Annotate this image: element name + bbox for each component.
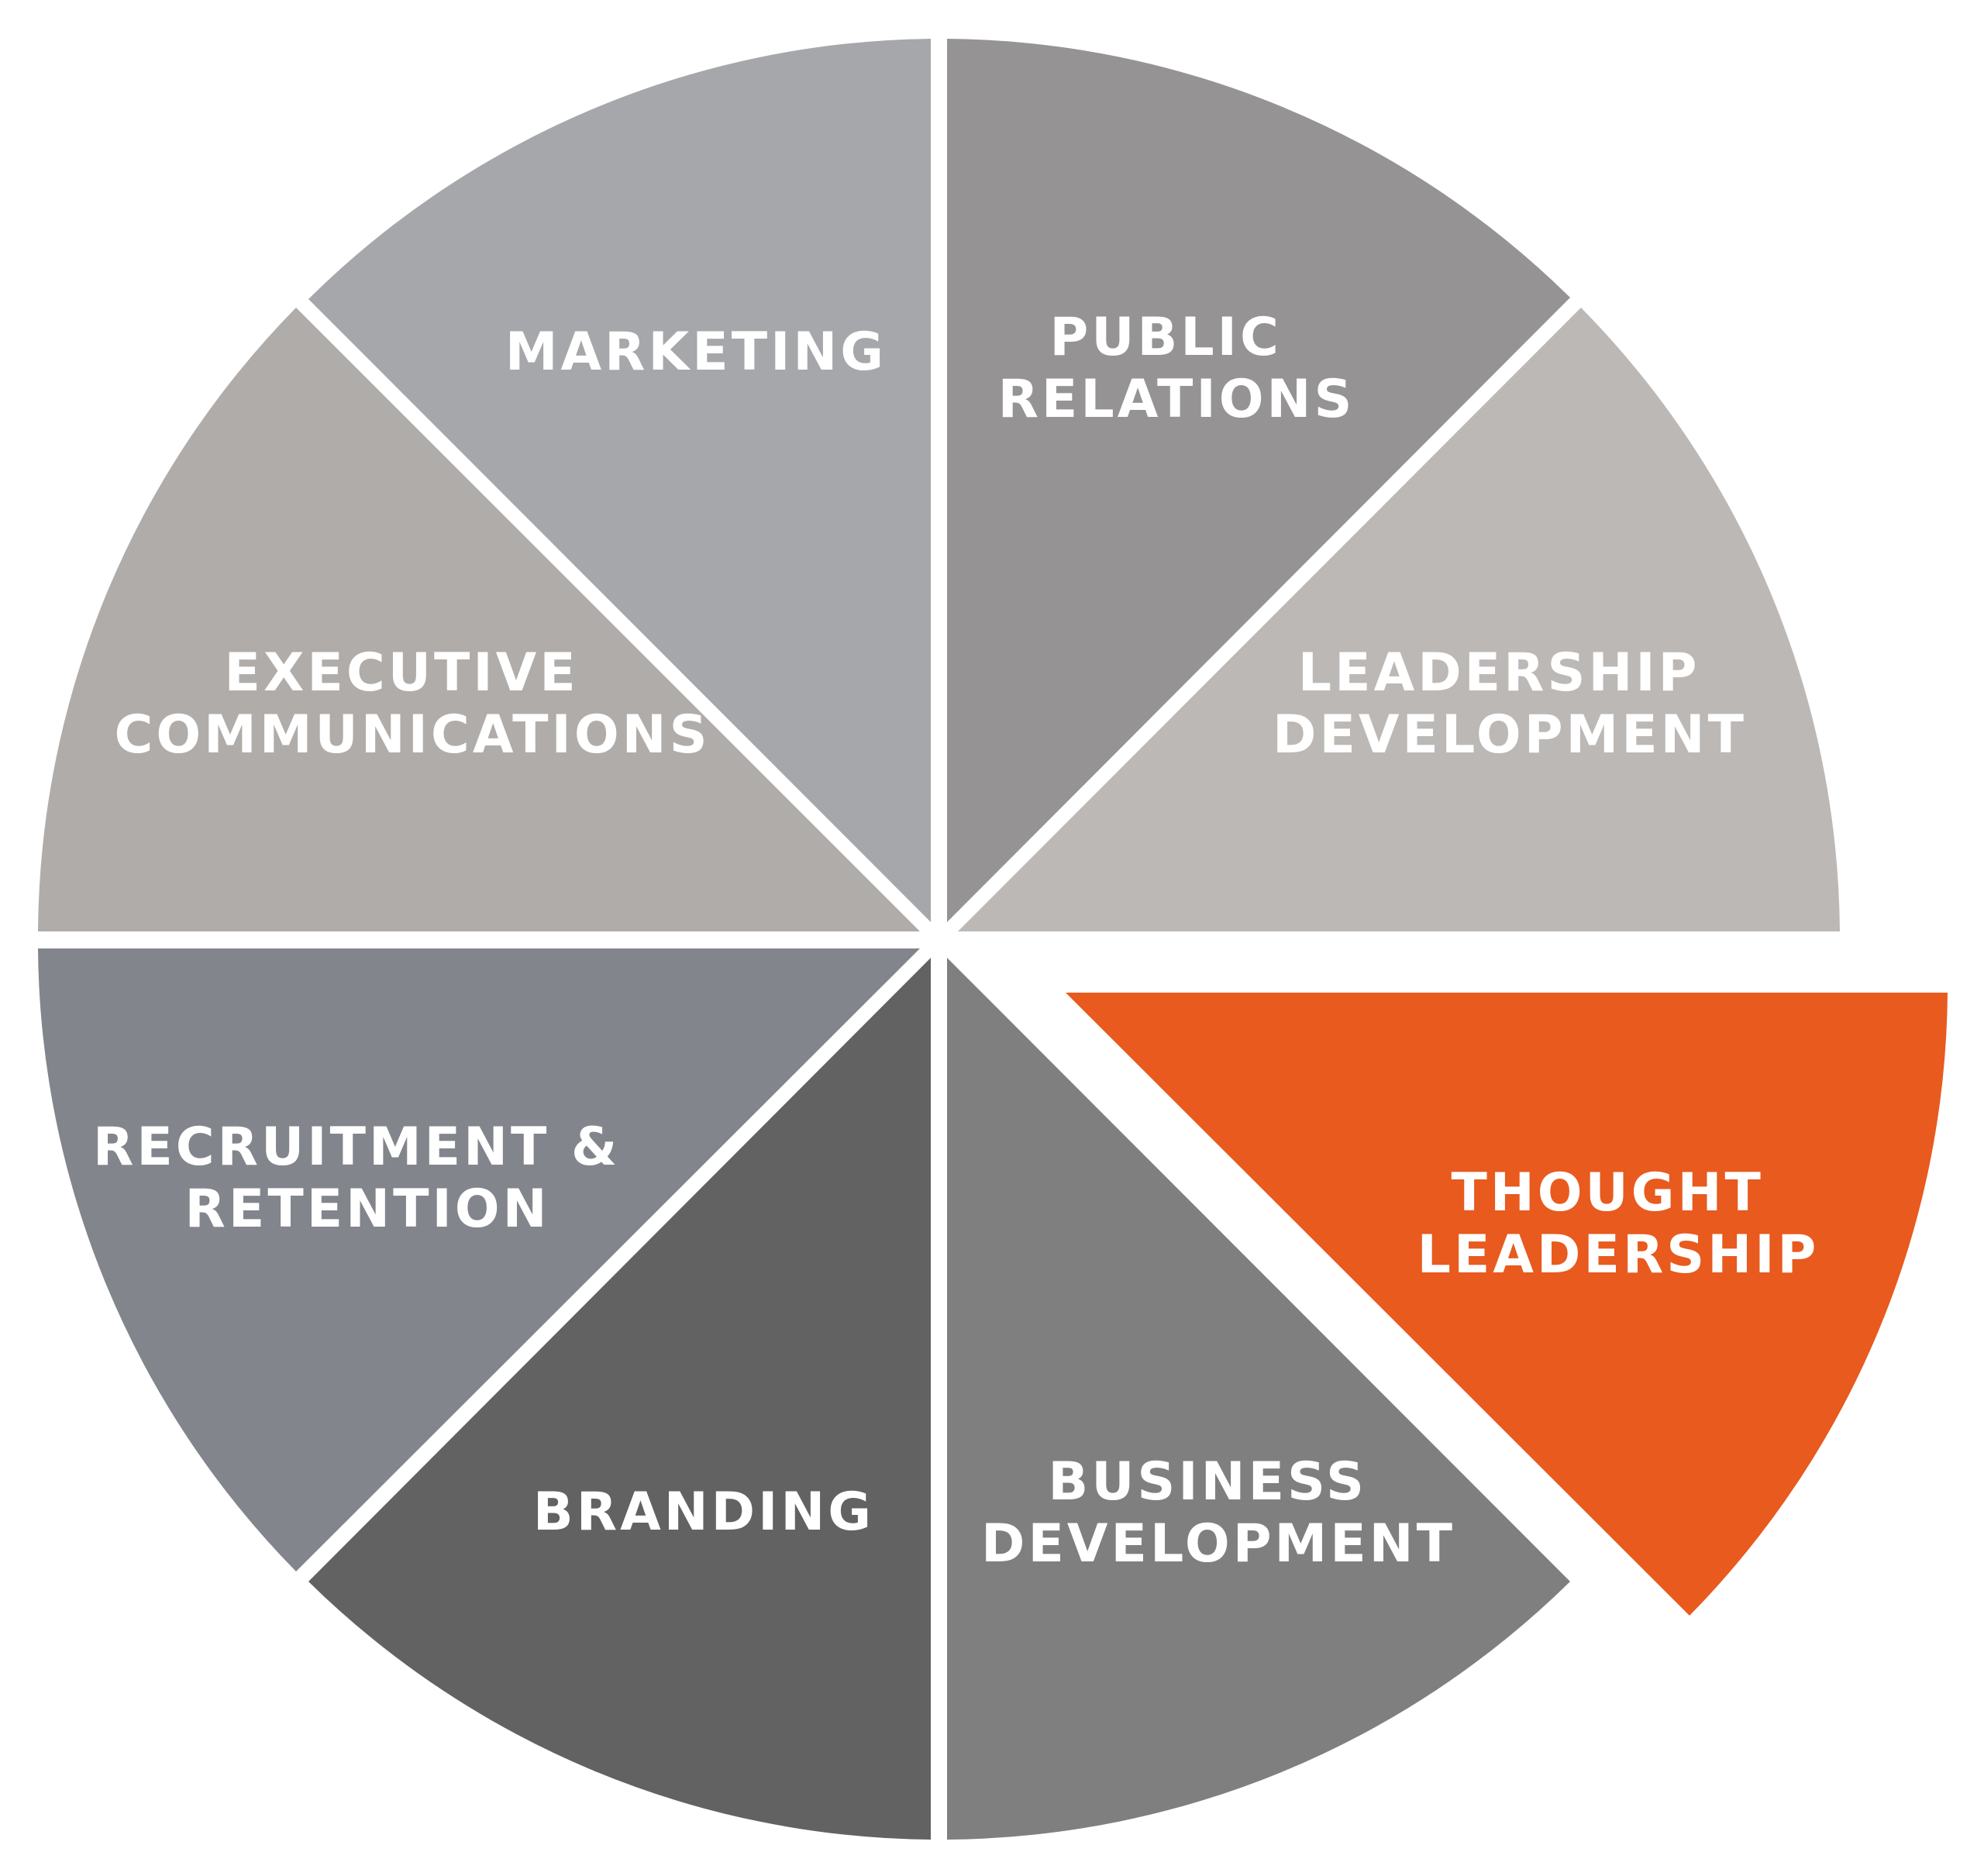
segment-label-thought-leadership-line-2: LEADERSHIP <box>1417 1224 1820 1286</box>
segment-label-recruitment-retention-line-2: RETENTION <box>185 1179 550 1240</box>
segment-label-public-relations-line-1: PUBLIC <box>1049 307 1281 368</box>
segment-label-marketing-line-1: MARKETING <box>505 322 887 383</box>
segment-leadership-development[interactable]: LEADERSHIP DEVELOPMENT <box>958 308 1840 931</box>
segment-label-business-development-line-2: DEVELOPMENT <box>981 1513 1455 1575</box>
svg-text:THOUGHT LEADERSHIP: THOUGHT LEADERSHIP <box>1417 1162 1820 1286</box>
segment-label-thought-leadership-line-1: THOUGHT <box>1451 1162 1763 1224</box>
segment-thought-leadership[interactable]: THOUGHT LEADERSHIP <box>1066 993 1948 1616</box>
svg-text:EXECUTIVE COMMUNICATIONS: EXECUTIVE COMMUNICATIONS <box>114 642 710 766</box>
segment-label-business-development-line-1: BUSINESS <box>1048 1451 1367 1513</box>
segment-business-development[interactable]: BUSINESS DEVELOPMENT <box>947 958 1570 1840</box>
segment-label-branding-line-1: BRANDING <box>533 1482 874 1543</box>
segment-marketing[interactable]: MARKETING <box>308 39 931 922</box>
svg-text:RECRUITMENT & RETENTION: RECRUITMENT & RETENTION <box>93 1117 642 1240</box>
segment-shape-leadership-development <box>958 308 1840 931</box>
segment-shape-branding <box>308 958 931 1840</box>
segment-label-leadership-development-line-2: DEVELOPMENT <box>1273 704 1747 766</box>
segment-shape-thought-leadership <box>1066 993 1948 1616</box>
svg-text:LEADERSHIP DEVELOPMENT: LEADERSHIP DEVELOPMENT <box>1273 642 1747 766</box>
segment-shape-recruitment-retention <box>38 948 920 1571</box>
svg-text:BRANDING: BRANDING <box>533 1482 874 1543</box>
segment-branding[interactable]: BRANDING <box>308 958 931 1840</box>
segment-label-executive-communications-line-2: COMMUNICATIONS <box>114 704 710 766</box>
segment-executive-communications[interactable]: EXECUTIVE COMMUNICATIONS <box>38 308 920 931</box>
svg-text:BUSINESS DEVELOPMENT: BUSINESS DEVELOPMENT <box>981 1451 1455 1575</box>
segment-label-recruitment-retention-line-1: RECRUITMENT & <box>93 1117 620 1178</box>
segment-label-executive-communications-line-1: EXECUTIVE <box>225 642 579 704</box>
segment-label-public-relations-line-2: RELATIONS <box>998 369 1355 430</box>
segment-public-relations[interactable]: PUBLIC RELATIONS <box>947 39 1570 922</box>
segment-shape-business-development <box>947 958 1570 1840</box>
svg-text:PUBLIC RELATIONS: PUBLIC RELATIONS <box>998 307 1355 430</box>
segment-shape-public-relations <box>947 39 1570 922</box>
svg-text:MARKETING: MARKETING <box>505 322 887 383</box>
segment-shape-executive-communications <box>38 308 920 931</box>
segment-label-leadership-development-line-1: LEADERSHIP <box>1298 642 1700 704</box>
segment-shape-marketing <box>308 39 931 922</box>
segment-recruitment-retention[interactable]: RECRUITMENT & RETENTION <box>38 948 920 1571</box>
